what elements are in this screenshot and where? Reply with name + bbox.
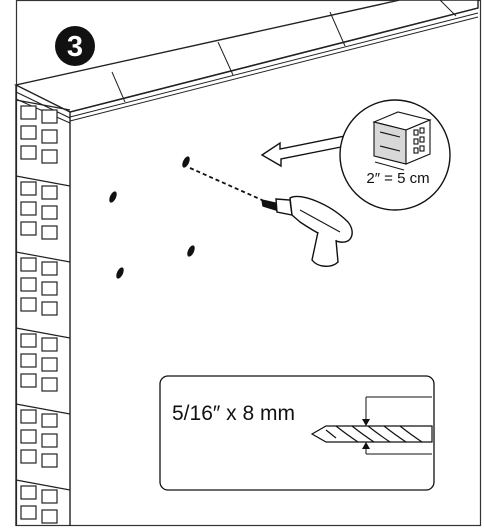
brick-hole	[41, 337, 58, 352]
brick-hole	[41, 489, 58, 504]
brick-hole	[20, 125, 37, 140]
brick-hole	[41, 149, 58, 164]
brick-hole	[20, 373, 37, 388]
brick-hole	[41, 281, 58, 296]
brick-joint	[15, 327, 71, 339]
brick-hole	[20, 181, 37, 196]
brick-hole	[20, 277, 37, 292]
wall-top-surface	[13, 0, 479, 124]
wall-anchor-icon	[372, 111, 432, 165]
brick-hole	[41, 377, 58, 392]
brick-hole	[20, 145, 37, 160]
power-drill-icon	[261, 195, 353, 267]
drill-bit-icon	[310, 425, 433, 443]
brick-hole	[20, 333, 37, 348]
drill-hole	[109, 191, 117, 203]
brick-hole	[41, 129, 58, 144]
brick-hole	[41, 453, 58, 468]
brick-hole	[41, 109, 58, 124]
brick-hole	[41, 357, 58, 372]
drill-hole	[116, 267, 124, 279]
brick-hole	[20, 409, 37, 424]
drill-hole	[187, 245, 195, 257]
brick-hole	[20, 505, 37, 520]
brick-hole	[20, 201, 37, 216]
brick-hole	[41, 509, 58, 524]
drill-bit-size-label: 5/16″ x 8 mm	[172, 402, 295, 425]
step-badge: 3	[55, 26, 95, 66]
callout-anchor-label: 2″ = 5 cm	[366, 170, 429, 187]
drill-hole	[182, 156, 190, 168]
drill-holes	[109, 156, 195, 279]
brick-hole	[41, 413, 58, 428]
brick-joint	[15, 175, 71, 187]
bit-dimension-arrow	[362, 419, 370, 426]
callout-anchor-dimension-line	[374, 161, 405, 171]
brick-hole	[41, 301, 58, 316]
brick-hole	[41, 185, 58, 200]
brick-hole	[41, 261, 58, 276]
step-badge-circle	[55, 26, 95, 66]
bit-dimension-arrow	[362, 442, 370, 449]
brick-hole	[41, 433, 58, 448]
brick-hole	[20, 221, 37, 236]
brick-hole	[20, 297, 37, 312]
wall-front-face	[15, 85, 71, 526]
brick-hole	[20, 429, 37, 444]
brick-hole	[41, 205, 58, 220]
callout-drill-bit: 5/16″ x 8 mm	[159, 375, 435, 491]
brick-joint	[15, 251, 71, 263]
brick-hole	[20, 485, 37, 500]
callout-anchor: 2″ = 5 cm	[339, 99, 451, 211]
brick-hole	[41, 225, 58, 240]
brick-hole	[20, 257, 37, 272]
brick-joint	[15, 403, 71, 415]
brick-joint	[15, 479, 71, 491]
brick-joint	[15, 99, 71, 111]
drilling-path	[189, 167, 263, 201]
brick-hole	[20, 105, 37, 120]
brick-hole	[20, 353, 37, 368]
brick-hole	[20, 449, 37, 464]
wall-brick-column	[15, 99, 71, 524]
step-number: 3	[67, 31, 83, 63]
